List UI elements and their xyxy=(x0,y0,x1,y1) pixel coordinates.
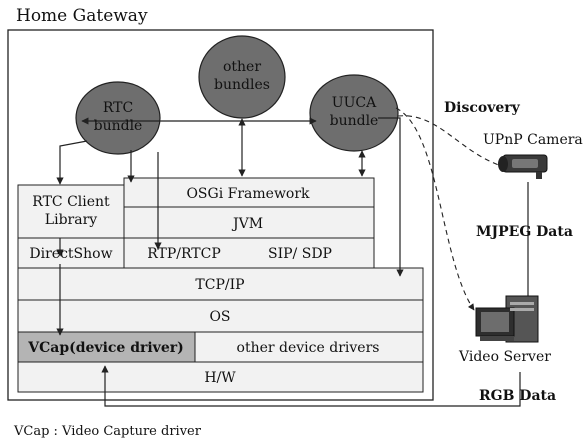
server-label: Video Server xyxy=(458,349,551,365)
uuca-bundle-label-2: bundle xyxy=(330,113,379,129)
footnote: VCap : Video Capture driver xyxy=(13,424,202,439)
other-drivers-label: other device drivers xyxy=(237,340,380,356)
directshow-label: DirectShow xyxy=(29,246,112,262)
other-bundles-label-1: other xyxy=(223,59,261,75)
camera-label: UPnP Camera xyxy=(483,132,583,148)
discovery-camera-arrow xyxy=(397,115,509,170)
mjpeg-label: MJPEG Data xyxy=(476,224,573,240)
server-icon xyxy=(475,295,539,343)
rtc-bundle-label-2: bundle xyxy=(94,118,143,134)
osgi-layer xyxy=(123,177,375,208)
discovery-server-arrow xyxy=(395,107,475,311)
hw-label: H/W xyxy=(204,370,236,386)
tcpip-label: TCP/IP xyxy=(195,277,244,293)
gateway-box xyxy=(7,29,434,401)
uuca-bundle-label-1: UUCA xyxy=(332,95,377,111)
vcap-label: VCap(device driver) xyxy=(27,340,183,356)
uuca-bundle-ellipse xyxy=(309,74,399,152)
rtc-client-label-2: Library xyxy=(45,212,97,228)
rtc-bundle-label-1: RTC xyxy=(103,100,133,116)
rgb-label: RGB Data xyxy=(479,388,556,404)
rgb-data-arrow xyxy=(101,365,521,407)
jvm-label: JVM xyxy=(231,216,263,232)
os-label: OS xyxy=(209,309,230,325)
rtc-client-label-1: RTC Client xyxy=(32,194,110,210)
jvm-layer xyxy=(123,206,375,239)
uuca-tcpip-arrow xyxy=(378,117,404,277)
vcap-layer xyxy=(17,331,196,363)
rtc-client-arrow xyxy=(56,140,88,185)
discovery-label: Discovery xyxy=(444,100,521,116)
osgi-label: OSGi Framework xyxy=(186,186,310,202)
os-layer xyxy=(17,299,424,333)
hw-layer xyxy=(17,361,424,393)
camera-icon xyxy=(498,154,548,179)
sip-sdp-label: SIP/ SDP xyxy=(268,246,332,262)
page-title: Home Gateway xyxy=(16,6,148,26)
rtc-client-layer xyxy=(17,184,125,239)
other-bundles-label-2: bundles xyxy=(214,77,270,93)
rtp-rtcp-label: RTP/RTCP xyxy=(147,246,221,262)
other-drivers-layer xyxy=(194,331,424,363)
